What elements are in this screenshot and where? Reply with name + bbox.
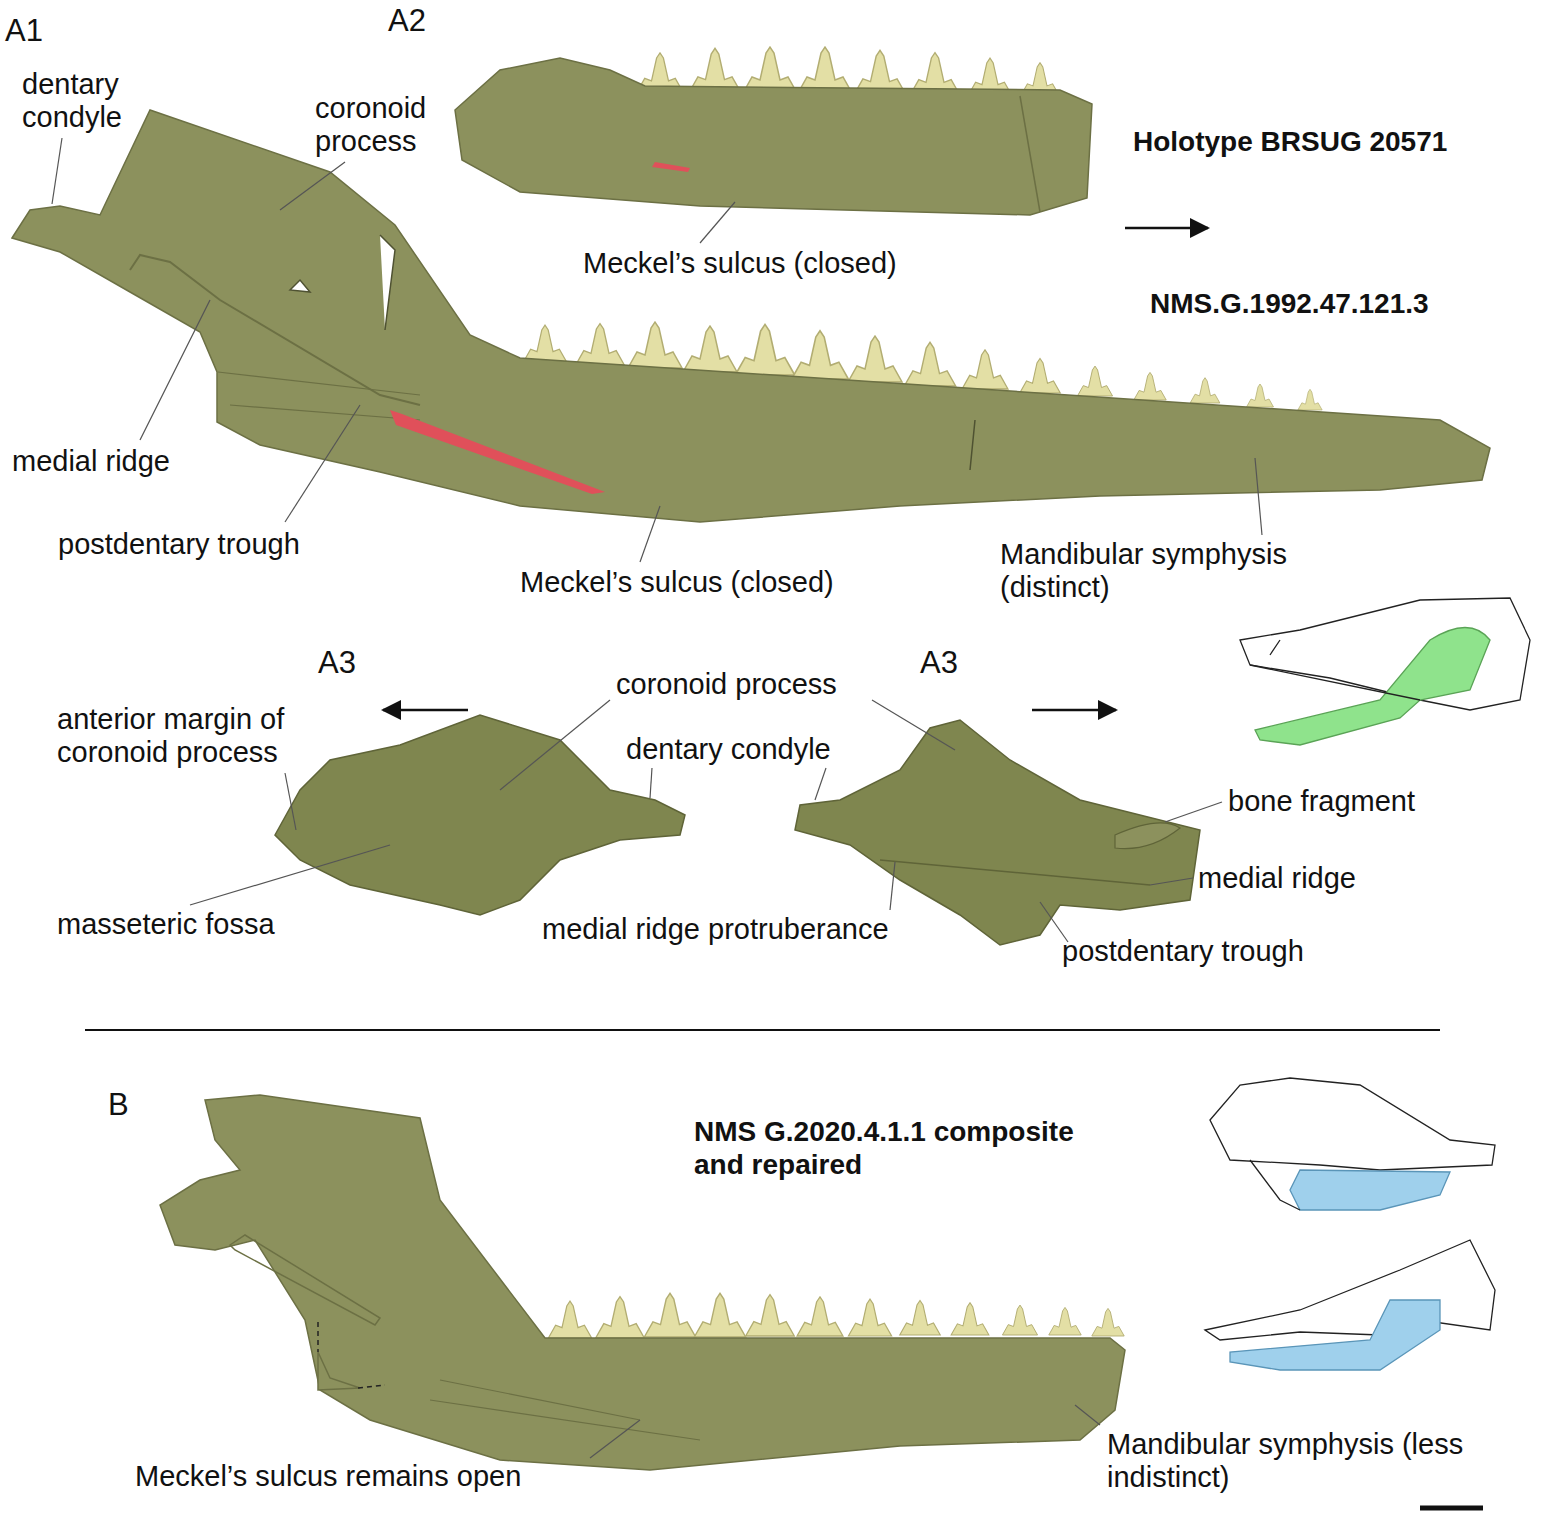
- part-label: medial ridge: [1198, 862, 1356, 895]
- panel-letter: A3: [318, 646, 356, 679]
- panel-letter: A3: [920, 646, 958, 679]
- part-label: anterior margin of coronoid process: [57, 703, 357, 769]
- part-label: postdentary trough: [58, 528, 300, 561]
- specimen-number: Holotype BRSUG 20571: [1133, 125, 1447, 158]
- part-label: dentary condyle: [22, 68, 162, 134]
- part-label: coronoid process: [616, 668, 837, 701]
- part-label: Mandibular symphysis (distinct): [1000, 538, 1360, 604]
- leader-line: [52, 138, 1262, 1458]
- orientation-arrow: [383, 228, 1208, 710]
- part-label: Mandibular symphysis (less indistinct): [1107, 1428, 1467, 1494]
- coronoid-fragment-medial: [795, 720, 1200, 945]
- part-label: bone fragment: [1228, 785, 1415, 818]
- part-label: Meckel’s sulcus remains open: [135, 1460, 521, 1493]
- composite-jaw: [160, 1095, 1125, 1470]
- skull-icon: [1210, 1078, 1495, 1210]
- part-label: medial ridge: [12, 445, 170, 478]
- referred-jaw: [12, 110, 1490, 522]
- panel-letter: A2: [388, 4, 426, 37]
- part-label: postdentary trough: [1062, 935, 1304, 968]
- specimen-number: NMS G.2020.4.1.1 composite and repaired: [694, 1115, 1114, 1181]
- part-label: Meckel’s sulcus (closed): [520, 566, 834, 599]
- specimen-number: NMS.G.1992.47.121.3: [1150, 287, 1429, 320]
- panel-letter: B: [108, 1088, 129, 1121]
- part-label: Meckel’s sulcus (closed): [583, 247, 897, 280]
- panel-letter: A1: [5, 14, 43, 47]
- scale-bar: [1420, 1506, 1483, 1511]
- part-label: masseteric fossa: [57, 908, 275, 941]
- holotype-jaw: [455, 47, 1092, 215]
- skull-icon: [1240, 598, 1530, 745]
- coronoid-fragment-lateral: [275, 715, 685, 915]
- part-label: medial ridge protruberance: [542, 913, 889, 946]
- part-label: coronoid process: [315, 92, 465, 158]
- part-label: dentary condyle: [626, 733, 831, 766]
- skull-icon: [1205, 1240, 1495, 1370]
- panel-divider: [85, 1029, 1440, 1031]
